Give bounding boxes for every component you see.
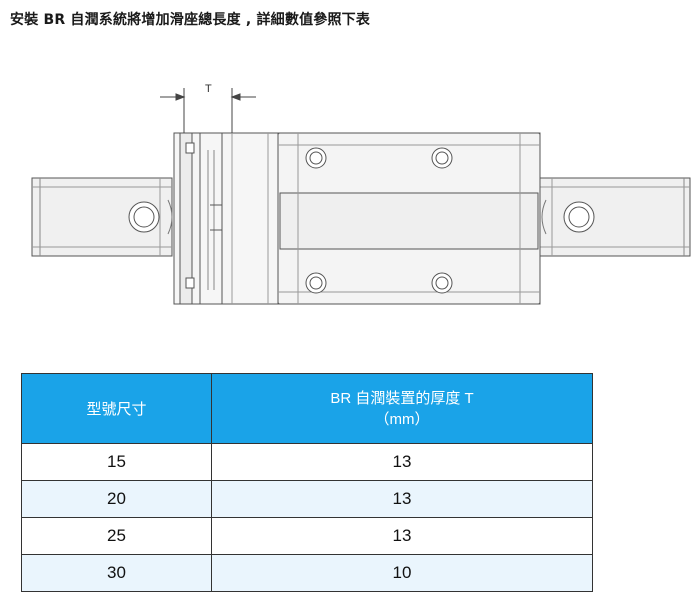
cell-thickness: 13 [211,517,593,555]
end-cap [221,132,279,305]
dimension-label: T [205,83,212,95]
br-lubrication-unit [173,132,223,305]
table-row: 20 13 [21,480,593,518]
rail-right [539,177,691,257]
mounting-hole [305,272,327,294]
cell-thickness: 13 [211,480,593,518]
cell-model: 15 [21,443,212,481]
header-thickness-line1: BR 自潤裝置的厚度 T [330,389,474,407]
rail-right-hole [563,201,595,233]
cell-thickness: 13 [211,443,593,481]
cell-thickness: 10 [211,554,593,592]
table-row: 30 10 [21,554,593,592]
header-thickness-line2: （mm） [374,410,430,428]
table-row: 25 13 [21,517,593,555]
mounting-hole [431,147,453,169]
header-thickness: BR 自潤裝置的厚度 T （mm） [211,373,593,444]
header-model: 型號尺寸 [21,373,212,444]
linear-guide-drawing: T [31,83,691,305]
spec-table: 型號尺寸 BR 自潤裝置的厚度 T （mm） 15 13 20 13 25 13… [21,373,593,592]
table-row: 15 13 [21,443,593,481]
mounting-hole [305,147,327,169]
dimension-t [160,88,256,133]
table-header-row: 型號尺寸 BR 自潤裝置的厚度 T （mm） [21,373,593,444]
rail-left-hole [128,201,160,233]
cell-model: 25 [21,517,212,555]
cell-model: 20 [21,480,212,518]
cell-model: 30 [21,554,212,592]
mounting-hole [431,272,453,294]
page-title: 安裝 BR 自潤系統將增加滑座總長度 , 詳細數值參照下表 [10,12,371,28]
